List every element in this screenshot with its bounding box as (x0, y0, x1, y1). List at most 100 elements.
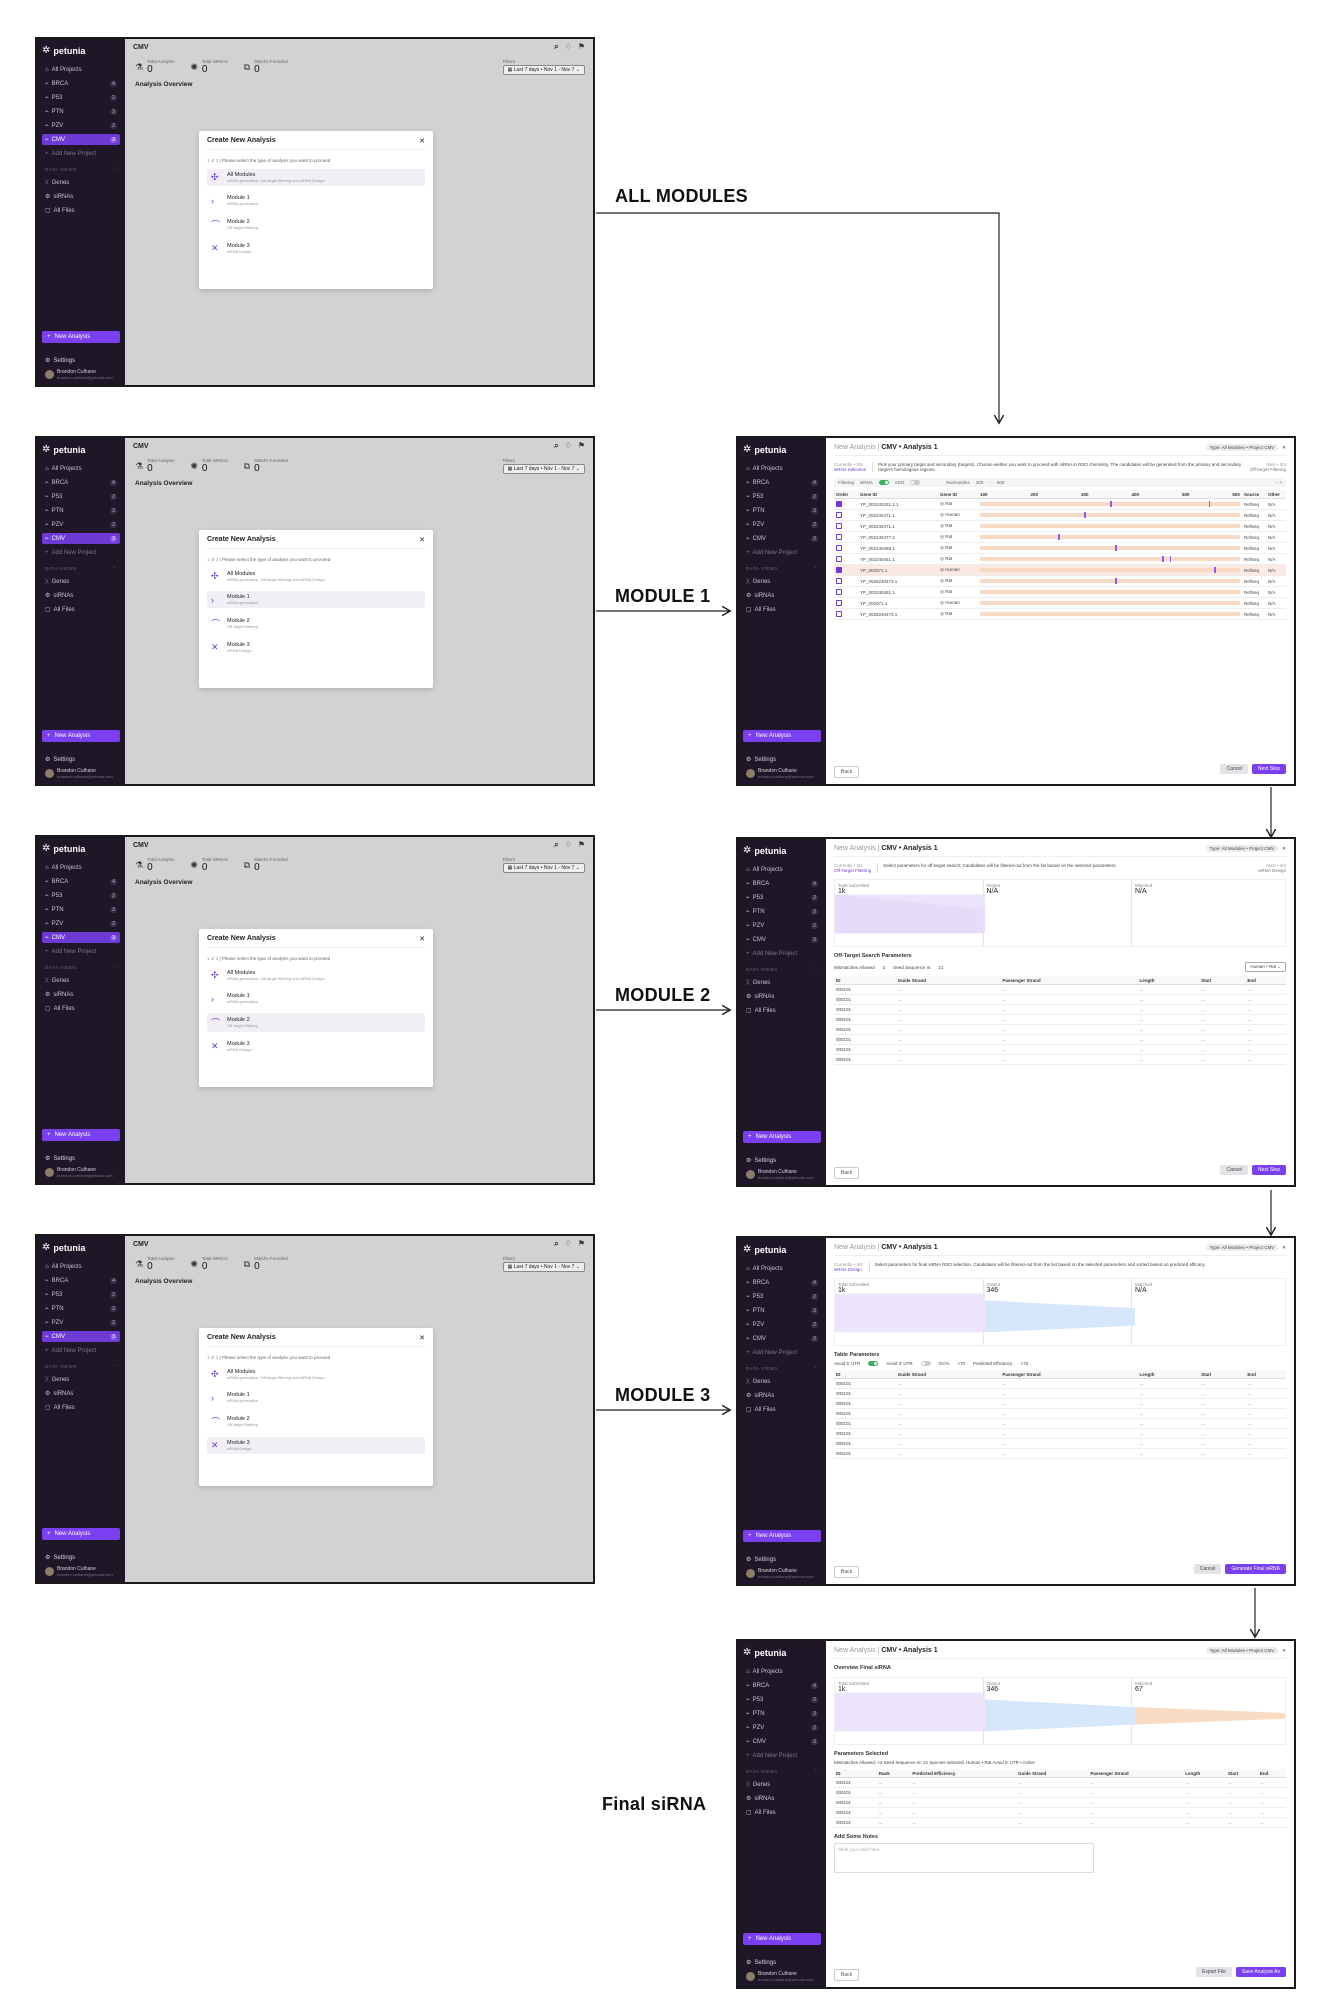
mismatches-stepper[interactable]: 2 (882, 964, 886, 970)
date-filter-select[interactable]: ▦ Last 7 days • Nov 1 - Nov 7 ⌄ (502, 65, 585, 75)
row-checkbox[interactable] (836, 533, 842, 540)
settings-link[interactable]: ⚙Settings (746, 1157, 776, 1165)
table-row[interactable]: 000101............... (834, 1448, 1286, 1459)
zoom-controls[interactable]: − + (1275, 480, 1282, 485)
settings-link[interactable]: ⚙Settings (45, 1554, 75, 1562)
sidebar-item-all-projects[interactable]: ⌂All Projects (42, 1261, 120, 1272)
new-analysis-button[interactable]: +New Analysis (42, 730, 120, 742)
row-order[interactable] (834, 498, 858, 510)
row-checkbox[interactable] (836, 522, 842, 529)
add-project-button[interactable]: +Add New Project (42, 148, 120, 159)
sidebar-item-all-files[interactable]: ▢All Files (743, 1807, 821, 1818)
next-step-button[interactable]: Next Step (1252, 764, 1286, 774)
row-checkbox[interactable] (836, 610, 842, 617)
sidebar-item-all-projects[interactable]: ⌂All Projects (743, 1263, 821, 1274)
sidebar-item-all-files[interactable]: ▢All Files (743, 1005, 821, 1016)
sirna-aso-toggle[interactable] (878, 480, 889, 485)
add-project-button[interactable]: +Add New Project (743, 1750, 821, 1761)
generate-final-sirna-button[interactable]: Generate Final siRNA (1225, 1564, 1286, 1574)
table-row[interactable]: 000101............... (834, 1054, 1286, 1065)
table-row[interactable]: 000101............... (834, 1024, 1286, 1035)
back-button[interactable]: Back (834, 766, 860, 778)
table-row[interactable]: 000101............... (834, 1034, 1286, 1045)
add-project-button[interactable]: +Add New Project (743, 547, 821, 558)
nucleotides-from[interactable]: 300 (975, 480, 984, 485)
search-icon[interactable]: ⌕ (554, 441, 559, 450)
row-checkbox[interactable] (836, 566, 842, 573)
pred-stepper[interactable]: >70 (1020, 1361, 1029, 1366)
table-row[interactable]: 000101..................... (834, 1817, 1286, 1828)
settings-link[interactable]: ⚙Settings (45, 357, 75, 365)
close-icon[interactable]: ✕ (419, 936, 425, 943)
gc-stepper[interactable]: >70 (957, 1361, 965, 1366)
table-row[interactable]: 000101............... (834, 1408, 1286, 1419)
export-file-button[interactable]: Export File (1196, 1967, 1232, 1977)
search-icon[interactable]: ⌕ (554, 1239, 559, 1248)
new-analysis-button[interactable]: +New Analysis (743, 1131, 821, 1143)
sidebar-item-all-files[interactable]: ▢All Files (42, 1003, 120, 1014)
seed-stepper[interactable]: 21 (938, 964, 944, 970)
table-row[interactable]: 000101............... (834, 1438, 1286, 1449)
row-order[interactable] (834, 597, 858, 609)
table-row[interactable]: 000101............... (834, 1398, 1286, 1409)
table-row[interactable]: 000101............... (834, 1388, 1286, 1399)
table-row[interactable]: 000101............... (834, 1004, 1286, 1015)
row-checkbox[interactable] (836, 555, 842, 562)
row-order[interactable] (834, 608, 858, 620)
settings-link[interactable]: ⚙Settings (746, 1959, 776, 1967)
species-select[interactable]: Human • Rat ⌄ (1245, 962, 1286, 972)
table-row[interactable]: 000101..................... (834, 1797, 1286, 1808)
sidebar-item-all-files[interactable]: ▢All Files (743, 604, 821, 615)
sidebar-item-all-projects[interactable]: ⌂All Projects (743, 1666, 821, 1677)
megaphone-icon[interactable]: ⚑ (577, 42, 585, 51)
close-icon[interactable]: ✕ (1282, 1244, 1286, 1250)
add-project-button[interactable]: +Add New Project (743, 948, 821, 959)
aso-toggle[interactable] (910, 480, 921, 485)
back-button[interactable]: Back (834, 1969, 860, 1981)
row-order[interactable] (834, 564, 858, 576)
row-order[interactable] (834, 586, 858, 598)
sidebar-item-all-files[interactable]: ▢All Files (743, 1404, 821, 1415)
back-button[interactable]: Back (834, 1566, 860, 1578)
sidebar-item-sirnas[interactable]: ⚙siRNAs (42, 1388, 120, 1399)
row-order[interactable] (834, 553, 858, 565)
date-filter-select[interactable]: ▦ Last 7 days • Nov 1 - Nov 7 ⌄ (502, 464, 585, 474)
cancel-button[interactable]: Cancel (1220, 764, 1249, 774)
sidebar-item-all-projects[interactable]: ⌂All Projects (42, 862, 120, 873)
